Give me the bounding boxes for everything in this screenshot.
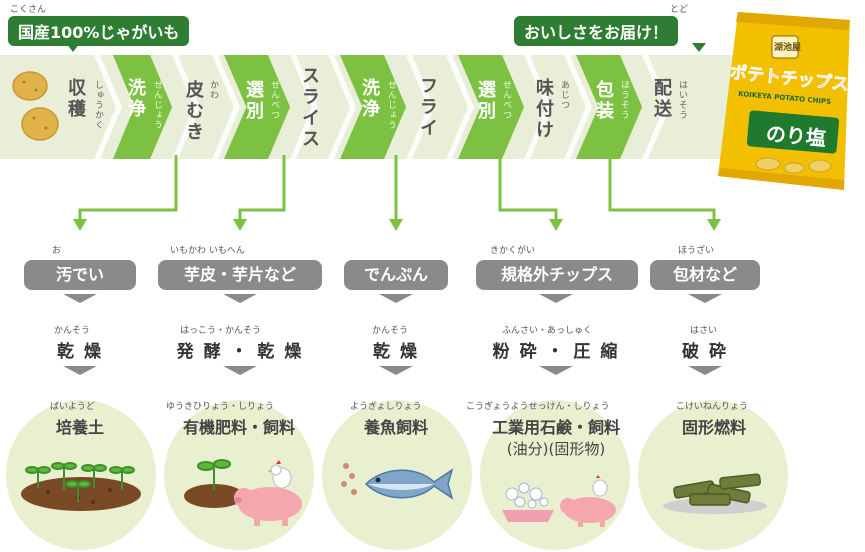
step-slice: スライス: [299, 66, 320, 150]
method-3-ruby: かんそう: [372, 326, 409, 336]
step-wash-2-ruby: せんじょう: [386, 80, 396, 130]
use-3-ruby: ようぎょしりょう: [350, 402, 422, 412]
step-pack: 包装: [593, 80, 614, 122]
use-solid-fuel: 固形燃料: [681, 418, 746, 437]
step-pack-ruby: ほうそう: [619, 80, 629, 120]
use-fish-feed: 養魚飼料: [363, 418, 428, 437]
domestic-label-pointer: [66, 43, 80, 52]
delivery-ruby: とど: [670, 5, 689, 15]
method-1-ruby: かんそう: [54, 326, 91, 336]
step-wash-1: 洗浄: [125, 78, 146, 120]
method-dry-3: 乾 燥: [373, 342, 419, 362]
step-harvest: 収穫: [65, 78, 86, 120]
step-select-2: 選別: [475, 80, 496, 122]
step-harvest-ruby: しゅうかく: [93, 80, 103, 130]
use-fertilizer-feed: 有機肥料・飼料: [182, 418, 295, 437]
chicken-pig-icon: [184, 459, 302, 526]
step-deliver: 配送: [651, 78, 672, 120]
method-4-pointer: [539, 366, 573, 375]
step-select-1-ruby: せんべつ: [269, 80, 279, 120]
soap-pig-icon: [502, 475, 616, 527]
byproduct-offspec: 規格外チップス: [476, 260, 638, 290]
method-shred: 破 砕: [682, 342, 728, 362]
byproduct-4-ruby: きかくがい: [490, 246, 536, 256]
step-peel: 皮むき: [183, 80, 204, 143]
delivery-label: おいしさをお届け！: [514, 16, 679, 46]
method-ferment-dry: 発 酵 ・ 乾 燥: [176, 342, 304, 362]
method-5-pointer: [688, 366, 722, 375]
branch-arrows: [73, 155, 721, 231]
step-deliver-ruby: はいそう: [677, 80, 687, 120]
solid-fuel-icon: [663, 473, 767, 514]
use-2-ruby: ゆうきひりょう・しりょう: [166, 402, 275, 412]
domestic-potato-label: 国産100%じゃがいも: [8, 16, 190, 46]
method-5-ruby: はさい: [690, 326, 718, 336]
method-3-pointer: [379, 366, 413, 375]
chip-bag-icon: [718, 12, 850, 190]
method-dry-1: 乾 燥: [57, 342, 103, 362]
byproduct-packaging: 包材など: [650, 260, 760, 290]
use-soap-feed-note: (油分)(固形物): [506, 440, 606, 458]
byproduct-1-ruby: お: [52, 246, 62, 256]
byproduct-5-ruby: ほうざい: [678, 246, 715, 256]
domestic-ruby: こくさん: [10, 5, 47, 15]
delivery-label-pointer: [692, 43, 706, 52]
step-select-2-ruby: せんべつ: [501, 80, 511, 120]
byproduct-sludge: 汚でい: [24, 260, 136, 290]
pill-4-pointer: [539, 294, 573, 303]
bag-logo: 湖池屋: [774, 43, 802, 53]
step-season: 味付け: [533, 78, 554, 141]
method-1-pointer: [63, 366, 97, 375]
byproduct-peel: 芋皮・芋片など: [158, 260, 322, 290]
step-peel-ruby: かわ: [208, 80, 218, 100]
use-circle-1: [6, 400, 156, 550]
step-season-ruby: あじつ: [559, 80, 569, 110]
use-1-ruby: ばいようど: [50, 402, 95, 412]
step-fry: フライ: [417, 76, 438, 139]
pill-2-pointer: [223, 294, 257, 303]
pill-1-pointer: [63, 294, 97, 303]
use-4-ruby: こうぎょうようせっけん・しりょう: [466, 402, 610, 412]
fish-icon: [341, 463, 454, 500]
step-wash-1-ruby: せんじょう: [152, 80, 162, 130]
step-select-1: 選別: [243, 80, 264, 122]
use-potting-soil: 培養土: [55, 418, 104, 437]
method-4-ruby: ふんさい・あっしゅく: [502, 326, 593, 336]
step-wash-2: 洗浄: [359, 78, 380, 120]
bag-flavor: のり塩: [764, 121, 827, 151]
use-soap-feed: 工業用石鹸・飼料: [491, 418, 620, 437]
pill-5-pointer: [688, 294, 722, 303]
potato-icon: [12, 71, 59, 141]
method-2-pointer: [223, 366, 257, 375]
potato-chips-bag: 湖池屋 ポテトチップス KOIKEYA POTATO CHIPS のり塩: [708, 8, 856, 196]
method-crush-compress: 粉 砕 ・ 圧 縮: [492, 342, 620, 362]
pill-3-pointer: [379, 294, 413, 303]
use-circle-5: [638, 400, 788, 550]
byproduct-2-ruby: いもかわ いもへん: [170, 246, 245, 256]
seedling-soil-icon: [21, 462, 141, 511]
method-2-ruby: はっこう・かんそう: [180, 326, 262, 336]
byproduct-starch: でんぷん: [344, 260, 448, 290]
use-5-ruby: こけいねんりょう: [676, 402, 749, 412]
